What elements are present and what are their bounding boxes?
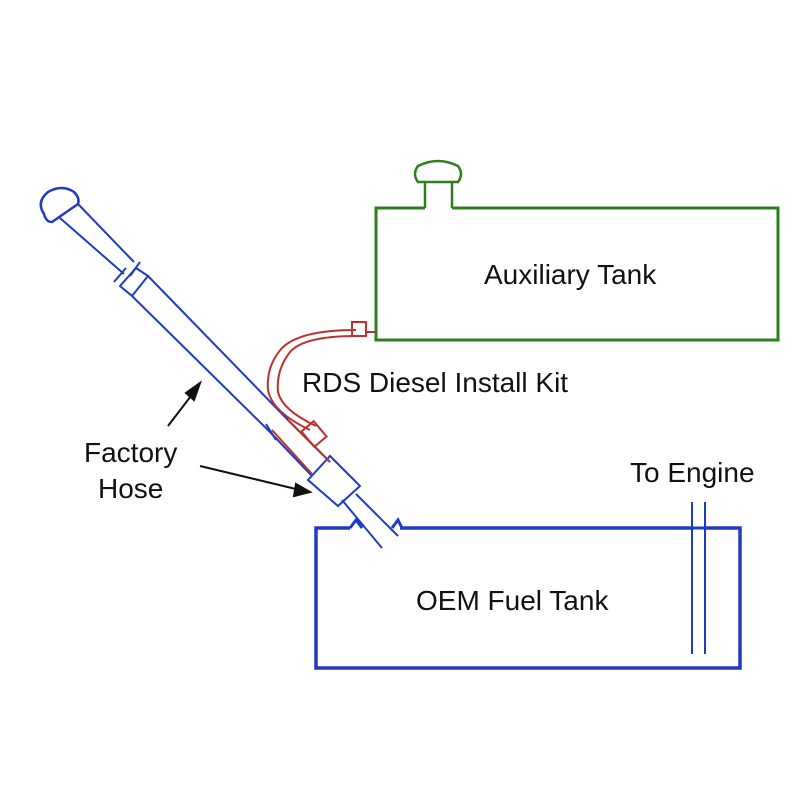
auxiliary-tank-label: Auxiliary Tank (484, 259, 657, 290)
factory-fill-pipe (39, 186, 399, 549)
oem-fuel-tank-body (314, 526, 742, 670)
tee-fitting-icon (300, 419, 328, 449)
to-engine-line (688, 502, 709, 654)
kit-fill-section (271, 419, 331, 475)
arrow-up (167, 391, 195, 427)
arrow-up-head (184, 380, 202, 402)
oem-cap-icon (39, 186, 80, 224)
oem-fuel-tank (314, 517, 742, 670)
factory-hose-label-line2: Hose (98, 473, 163, 504)
auxiliary-tank-neck (423, 180, 454, 208)
rds-kit-hose (266, 321, 376, 431)
factory-hose-arrows (167, 380, 313, 498)
aux-fitting-icon (351, 321, 367, 337)
oem-tank-fill-seam (348, 517, 404, 529)
aux-cap-icon (413, 159, 463, 184)
arrow-right-head (292, 482, 313, 498)
kit-label: RDS Diesel Install Kit (302, 367, 568, 398)
factory-hose-label-line1: Factory (84, 437, 177, 468)
oem-tank-label: OEM Fuel Tank (416, 585, 609, 616)
to-engine-label: To Engine (630, 457, 755, 488)
auxiliary-tank (374, 159, 780, 342)
auxiliary-tank-body (374, 206, 780, 342)
arrow-right (199, 465, 301, 491)
